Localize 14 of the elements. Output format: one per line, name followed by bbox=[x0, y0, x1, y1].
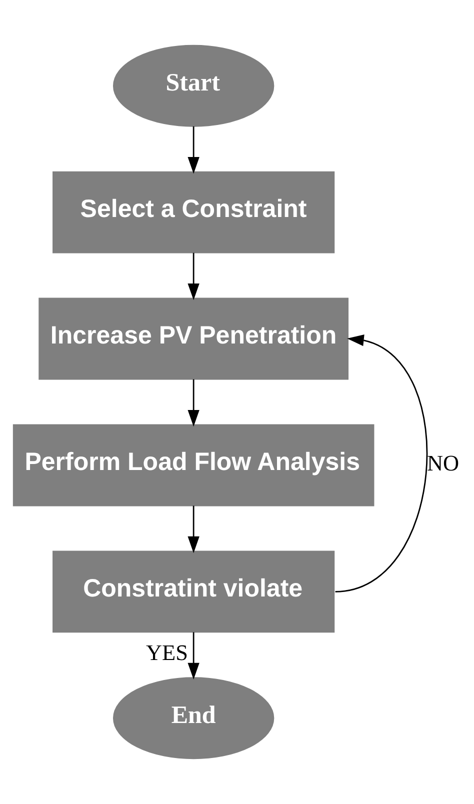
node-ellipse: Start bbox=[112, 44, 274, 127]
arrow bbox=[188, 126, 200, 174]
edge-label: NO bbox=[426, 450, 460, 476]
arrow bbox=[188, 252, 200, 300]
node-ellipse: End bbox=[112, 677, 274, 760]
arrow bbox=[188, 379, 200, 427]
arrow bbox=[188, 632, 200, 680]
arrow bbox=[335, 334, 428, 592]
edge-label: YES bbox=[146, 640, 188, 665]
node-box: Constratint violate bbox=[52, 550, 335, 633]
node-box: Select a Constraint bbox=[52, 171, 335, 254]
arrow bbox=[188, 506, 200, 554]
node-box: Perform Load Flow Analysis bbox=[12, 424, 374, 506]
node-box: Increase PV Penetration bbox=[38, 298, 349, 380]
